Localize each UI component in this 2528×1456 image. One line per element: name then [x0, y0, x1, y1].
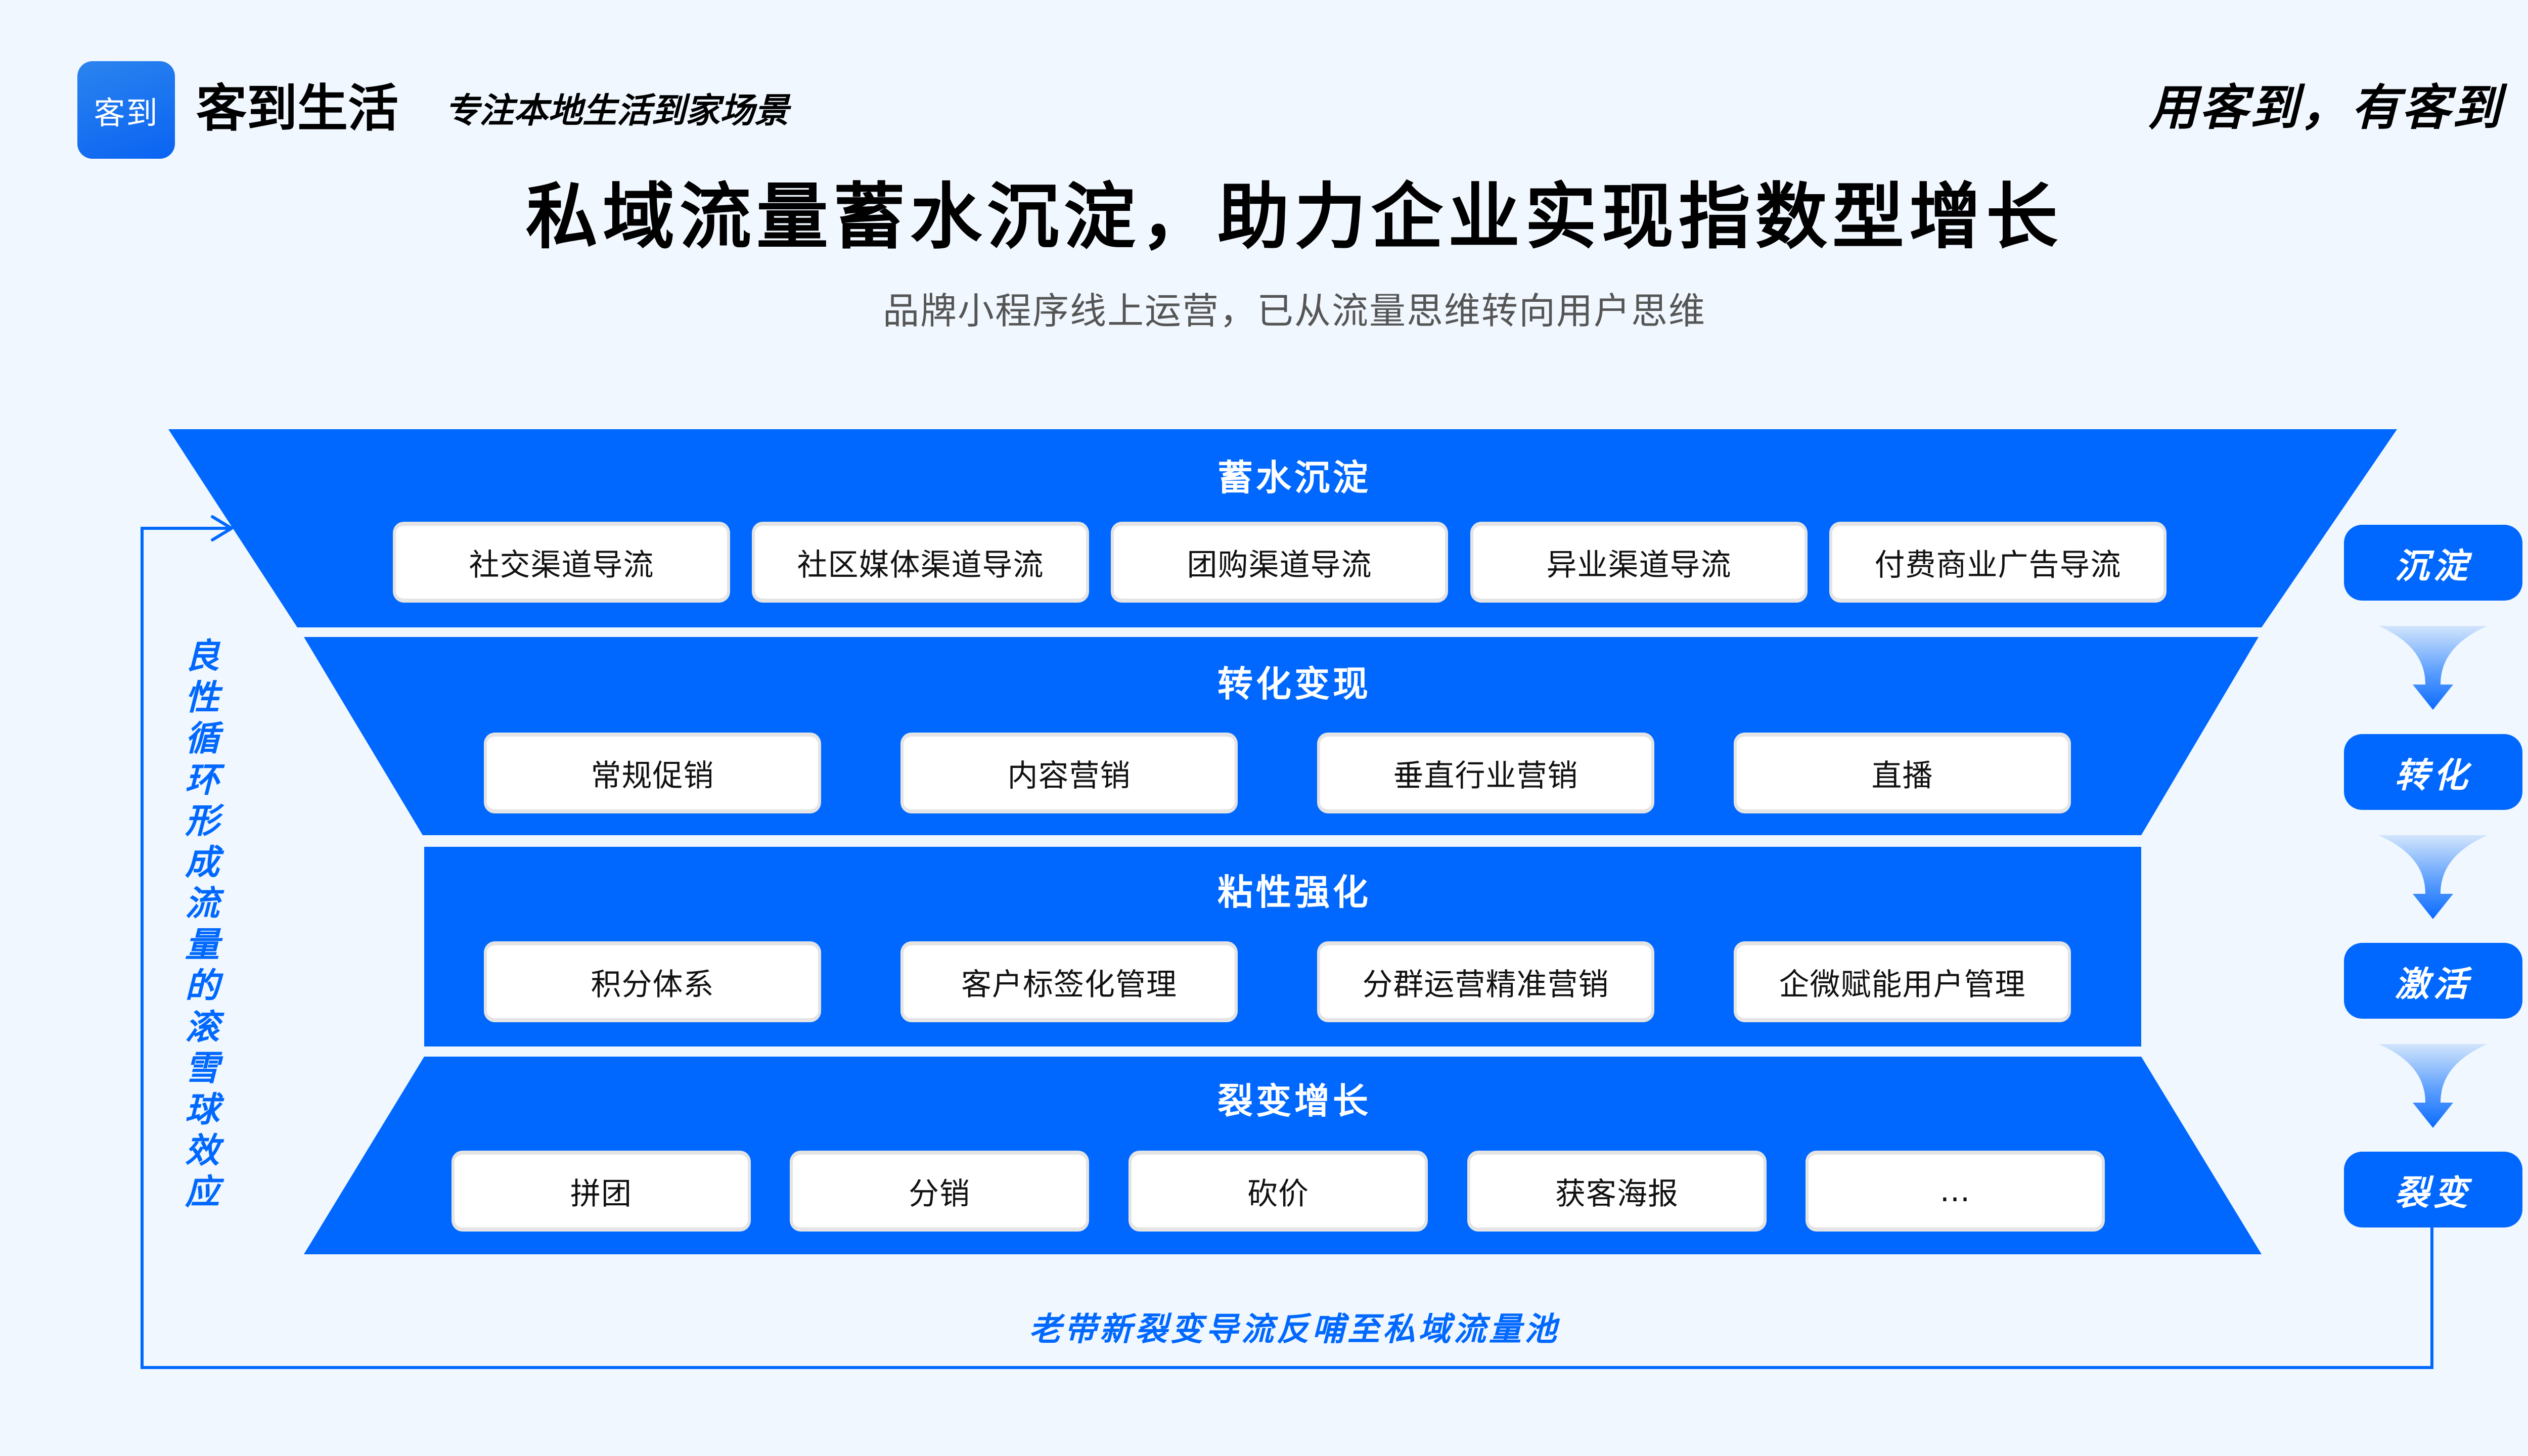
- loop-arrowhead-icon: [211, 515, 233, 541]
- loop-side-char: 循: [185, 719, 219, 759]
- flow-step-fission: 裂变: [2344, 1152, 2522, 1227]
- funnel-item: 团购渠道导流: [1111, 522, 1448, 603]
- loop-side-char: 成: [185, 842, 219, 883]
- brand-tagline: 专注本地生活到家场景: [445, 91, 789, 131]
- funnel-layer-2-title: 转化变现: [1217, 663, 1371, 705]
- funnel-item: 常规促销: [484, 733, 821, 813]
- loop-side-char: 应: [185, 1172, 219, 1212]
- funnel-item: 分群运营精准营销: [1317, 941, 1654, 1022]
- loop-side-char: 性: [185, 677, 219, 718]
- down-arrow-icon: [2378, 835, 2488, 919]
- brand-name: 客到生活: [196, 79, 398, 138]
- loop-side-char: 球: [185, 1089, 219, 1130]
- funnel-item: 直播: [1734, 733, 2071, 813]
- loop-side-char: 良: [185, 636, 219, 676]
- loop-side-char: 形: [185, 801, 219, 841]
- loop-side-char: 环: [185, 760, 219, 800]
- funnel-item: 企微赋能用户管理: [1734, 941, 2071, 1022]
- funnel-item: 获客海报: [1467, 1151, 1767, 1232]
- funnel-item: 社区媒体渠道导流: [752, 522, 1089, 603]
- page-title: 私域流量蓄水沉淀，助力企业实现指数型增长: [526, 175, 2063, 259]
- down-arrow-icon: [2378, 626, 2488, 710]
- slogan: 用客到，有客到: [2149, 79, 2503, 136]
- funnel-item: 社交渠道导流: [393, 522, 730, 603]
- flow-step-activate: 激活: [2344, 943, 2522, 1019]
- loop-side-char: 效: [185, 1131, 219, 1171]
- flow-step-settle: 沉淀: [2344, 525, 2522, 601]
- flow-step-convert: 转化: [2344, 734, 2522, 810]
- funnel-item: 分销: [790, 1151, 1089, 1232]
- funnel-item: 内容营销: [900, 733, 1238, 813]
- funnel-item: 拼团: [452, 1151, 751, 1232]
- page-subtitle: 品牌小程序线上运营，已从流量思维转向用户思维: [882, 290, 1706, 332]
- loop-side-char: 流: [185, 884, 219, 924]
- funnel-layer-1-title: 蓄水沉淀: [1217, 457, 1371, 498]
- loop-bottom-label: 老带新裂变导流反哺至私域流量池: [1029, 1311, 1560, 1348]
- funnel-item: 砍价: [1128, 1151, 1428, 1232]
- down-arrow-icon: [2378, 1044, 2488, 1128]
- funnel-item: 客户标签化管理: [900, 941, 1238, 1022]
- funnel-item: 付费商业广告导流: [1829, 522, 2166, 603]
- funnel-layer-4-title: 裂变增长: [1217, 1080, 1371, 1122]
- funnel-item: 垂直行业营销: [1317, 733, 1654, 813]
- loop-side-label: 良 性 循 环 形 成 流 量 的 滚 雪 球 效 应: [174, 636, 230, 1213]
- funnel-item: 积分体系: [484, 941, 821, 1022]
- funnel-item-more: ...: [1805, 1151, 2105, 1232]
- loop-side-char: 量: [185, 925, 219, 965]
- logo: 客到: [77, 61, 175, 159]
- loop-side-char: 的: [185, 966, 219, 1006]
- funnel-layer-3-title: 粘性强化: [1217, 872, 1371, 913]
- loop-side-char: 滚: [185, 1007, 219, 1048]
- funnel-item: 异业渠道导流: [1470, 522, 1808, 603]
- loop-side-char: 雪: [185, 1049, 219, 1088]
- logo-text: 客到: [94, 94, 159, 131]
